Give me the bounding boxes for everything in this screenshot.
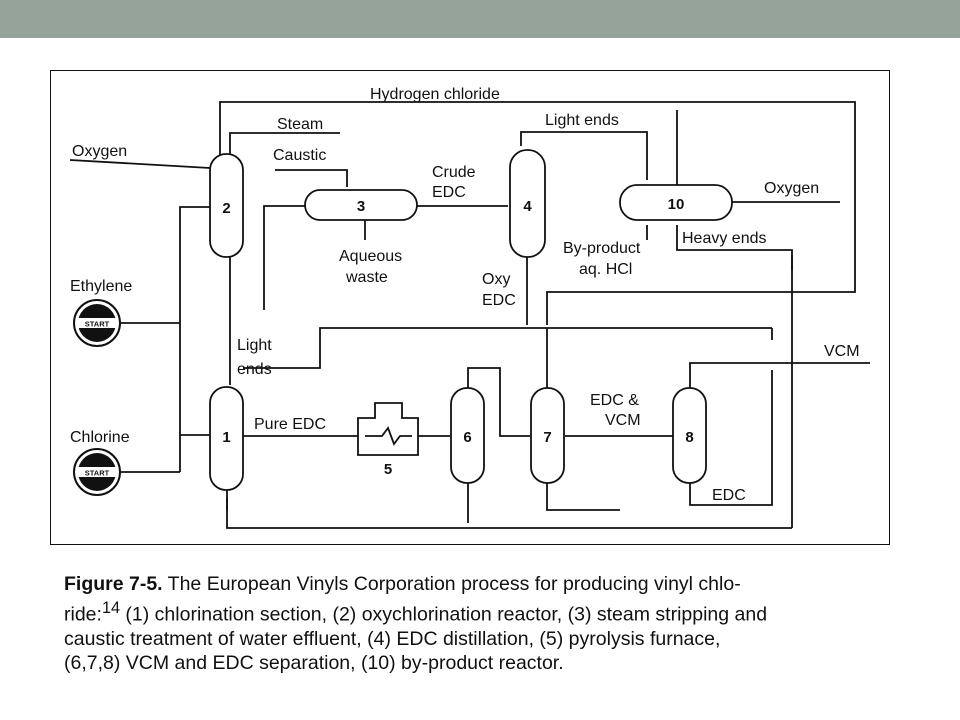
label-oxy-edc: EDC [482, 292, 516, 309]
flow-lines [69, 101, 870, 529]
label-edc-bottom: EDC [712, 487, 746, 504]
figure-caption: Figure 7-5. The European Vinyls Corporat… [64, 572, 914, 675]
unit-10-number: 10 [668, 196, 685, 213]
label-ethylene: Ethylene [70, 278, 132, 295]
stream-labels: Hydrogen chloride Steam Oxygen Caustic L… [70, 86, 860, 504]
caption-line-4: (6,7,8) VCM and EDC separation, (10) by-… [64, 651, 564, 674]
label-heavy-ends: Heavy ends [682, 230, 767, 247]
label-steam: Steam [277, 116, 323, 133]
label-light-ends-top: Light ends [545, 112, 619, 129]
label-vcm-out: VCM [824, 343, 860, 360]
unit-7-separation-column: 7 [530, 387, 565, 484]
caption-line-3: caustic treatment of water effluent, (4)… [64, 627, 721, 650]
ethylene-start-badge: START [73, 299, 121, 347]
label-oxy: Oxy [482, 271, 510, 288]
label-caustic: Caustic [273, 147, 326, 164]
caption-superscript: 14 [101, 599, 121, 617]
label-pure-edc: Pure EDC [254, 416, 326, 433]
chlorine-start-badge: START [73, 448, 121, 496]
label-light: Light [237, 337, 272, 354]
caption-line-1: Figure 7-5. The European Vinyls Corporat… [64, 572, 914, 596]
unit-5-pyrolysis-furnace: 5 [357, 402, 419, 478]
label-ends: ends [237, 361, 272, 378]
slide-header-bar [0, 0, 960, 38]
unit-2-number: 2 [222, 200, 230, 217]
unit-10-byproduct-reactor: 10 [619, 184, 733, 221]
label-crude: Crude [432, 164, 476, 181]
unit-2-oxychlorination-reactor: 2 [209, 153, 244, 258]
label-aqueous: Aqueous [339, 248, 402, 265]
label-crude-edc: EDC [432, 184, 466, 201]
label-byproduct: By-product [563, 240, 641, 257]
label-waste: waste [345, 269, 388, 286]
caption-text-2b: (1) chlorination section, (2) oxychlorin… [120, 603, 768, 626]
unit-7-number: 7 [543, 429, 551, 446]
label-oxygen-right: Oxygen [764, 180, 819, 197]
unit-4-number: 4 [523, 198, 532, 215]
unit-5-number: 5 [384, 461, 392, 478]
figure-number: Figure 7-5. [64, 573, 163, 595]
label-oxygen-left: Oxygen [72, 143, 127, 160]
label-chlorine: Chlorine [70, 429, 130, 446]
unit-1-chlorination-section: 1 [209, 386, 244, 491]
start-label: START [85, 320, 110, 329]
label-vcm-mid: VCM [605, 412, 641, 429]
label-aq-hcl: aq. HCl [579, 261, 632, 278]
caption-text-2a: ride: [64, 603, 102, 626]
unit-8-separation-column: 8 [672, 387, 707, 484]
start-label: START [85, 469, 110, 478]
unit-8-number: 8 [685, 429, 693, 446]
label-hydrogen-chloride: Hydrogen chloride [370, 86, 500, 103]
unit-3-number: 3 [357, 198, 365, 215]
unit-6-separation-column: 6 [450, 387, 485, 484]
unit-6-number: 6 [463, 429, 471, 446]
unit-4-edc-distillation: 4 [509, 149, 546, 258]
label-edc-and: EDC & [590, 392, 639, 409]
caption-line-2: ride:14 (1) chlorination section, (2) ox… [64, 596, 914, 627]
process-flow-diagram: 2 3 4 10 1 5 6 7 8 STA [50, 70, 890, 545]
unit-1-number: 1 [222, 429, 230, 446]
unit-3-steam-stripper: 3 [304, 189, 418, 221]
caption-text-1: The European Vinyls Corporation process … [162, 573, 741, 595]
